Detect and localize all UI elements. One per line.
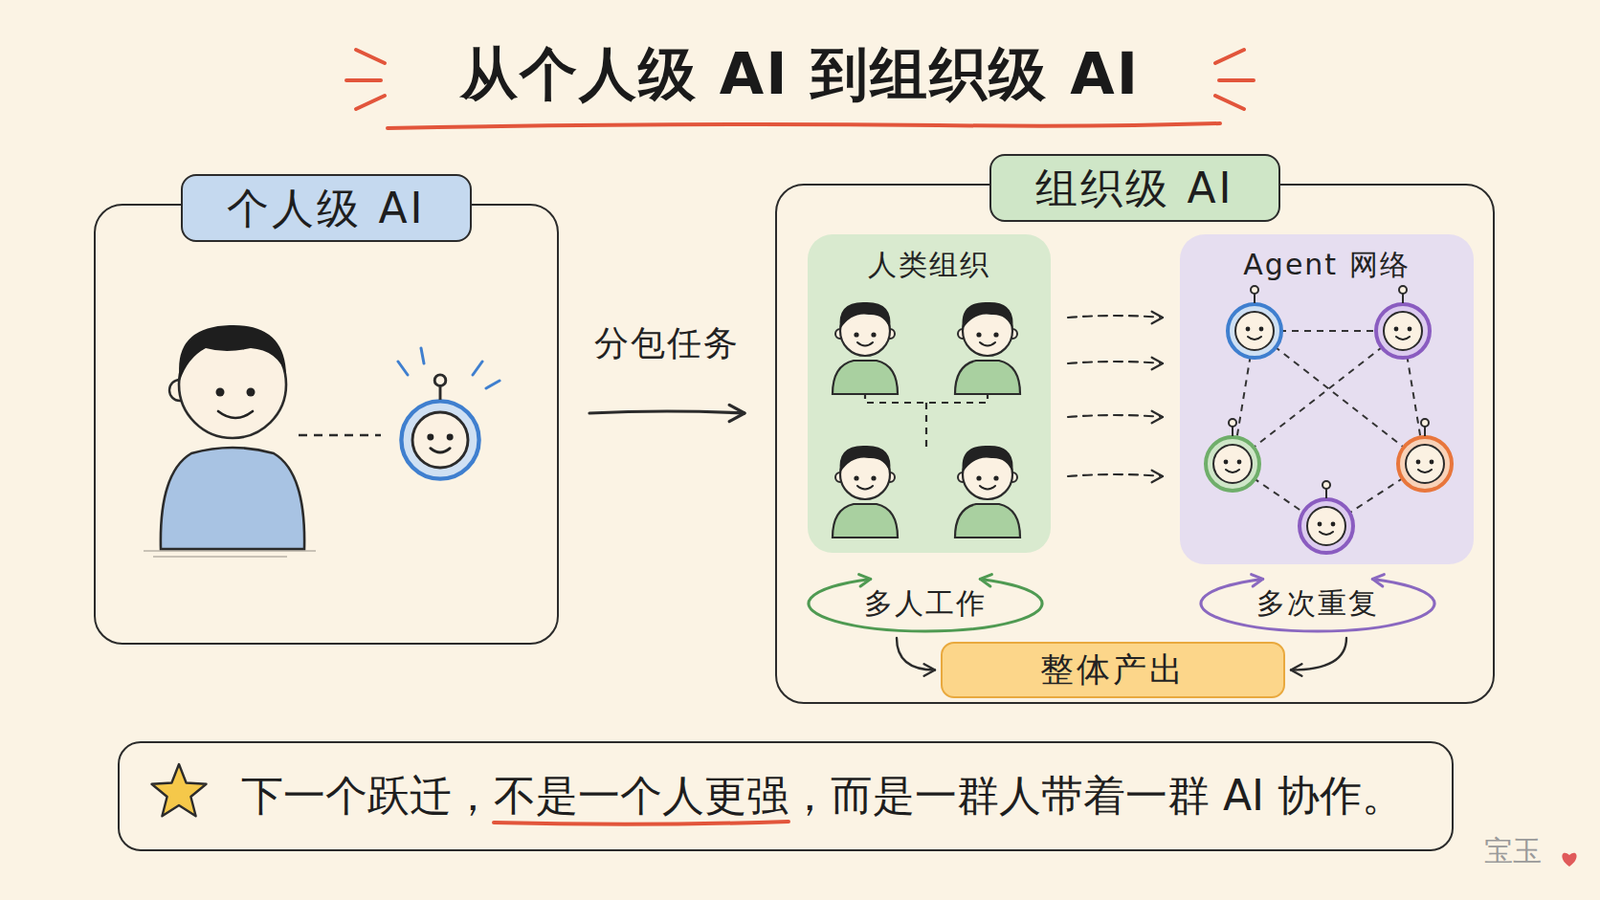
- connector-line: [1067, 415, 1163, 418]
- heart-icon: [1561, 853, 1577, 867]
- connector: [1067, 470, 1163, 483]
- agent-network-panel: Agent 网络: [1179, 234, 1474, 565]
- panel-heading: 组织级 AI: [989, 154, 1280, 223]
- emphasis-underline: [493, 822, 789, 825]
- takeaway-text: 下一个跃迁，不是一个人更强，而是一群人带着一群 AI 协作。: [241, 768, 1404, 825]
- arrow-head: [1152, 411, 1163, 423]
- diagram-title: 从个人级 AI 到组织级 AI: [460, 40, 1140, 108]
- connector-line: [896, 638, 935, 671]
- arrow-head: [1152, 357, 1163, 370]
- arrow-head: [924, 664, 935, 676]
- loop-node: 多人工作: [805, 573, 1045, 635]
- panel-heading: 个人级 AI: [180, 174, 471, 243]
- watermark: 宝玉: [1484, 834, 1542, 868]
- title-wrap: 从个人级 AI 到组织级 AI: [0, 36, 1600, 114]
- connector-line: [589, 411, 745, 414]
- robot-illustration: [398, 348, 500, 480]
- arrow-head: [1290, 664, 1302, 676]
- agent-network-illustration: [1205, 286, 1452, 554]
- connector: [589, 404, 745, 422]
- loop-arrowhead: [1251, 575, 1385, 587]
- output-box: 整体产出: [940, 642, 1286, 699]
- loop-line: [1200, 578, 1435, 632]
- human-team-illustration: [832, 302, 1021, 538]
- arrow-head: [1152, 470, 1163, 483]
- connector: [1067, 357, 1163, 370]
- connector-line: [1067, 315, 1163, 318]
- connector-line: [1067, 361, 1163, 364]
- group-heading: Agent 网络: [1179, 234, 1474, 286]
- person-illustration: [143, 325, 381, 557]
- org-ai-panel: 组织级 AI人类组织Agent 网络多人工作多次重复整体产出: [775, 183, 1495, 705]
- connector: [1067, 411, 1163, 423]
- output-label: 整体产出: [1040, 647, 1186, 693]
- connector: [896, 638, 935, 677]
- edge-label: 分包任务: [594, 323, 740, 363]
- arrow-head: [729, 404, 745, 422]
- loop-node: 多次重复: [1198, 573, 1438, 635]
- edge-label-wrap: 分包任务: [594, 320, 740, 368]
- human-org-panel: 人类组织: [807, 234, 1051, 554]
- group-heading: 人类组织: [807, 234, 1051, 286]
- loop-label: 多次重复: [1256, 584, 1379, 624]
- loop-line: [808, 578, 1043, 632]
- personal-ai-panel: 个人级 AI: [93, 203, 559, 645]
- loop-label: 多人工作: [864, 584, 987, 624]
- loop-arrowhead: [859, 575, 993, 587]
- watermark-wrap: 宝玉: [1484, 832, 1542, 872]
- star-icon: [152, 764, 207, 817]
- connector: [1067, 311, 1163, 324]
- arrow-head: [1152, 311, 1163, 324]
- connector-line: [1290, 638, 1347, 671]
- title-decoration: [346, 49, 1254, 129]
- connector-line: [1067, 474, 1163, 477]
- connector: [1290, 638, 1347, 677]
- takeaway-banner: 下一个跃迁，不是一个人更强，而是一群人带着一群 AI 协作。: [117, 741, 1454, 852]
